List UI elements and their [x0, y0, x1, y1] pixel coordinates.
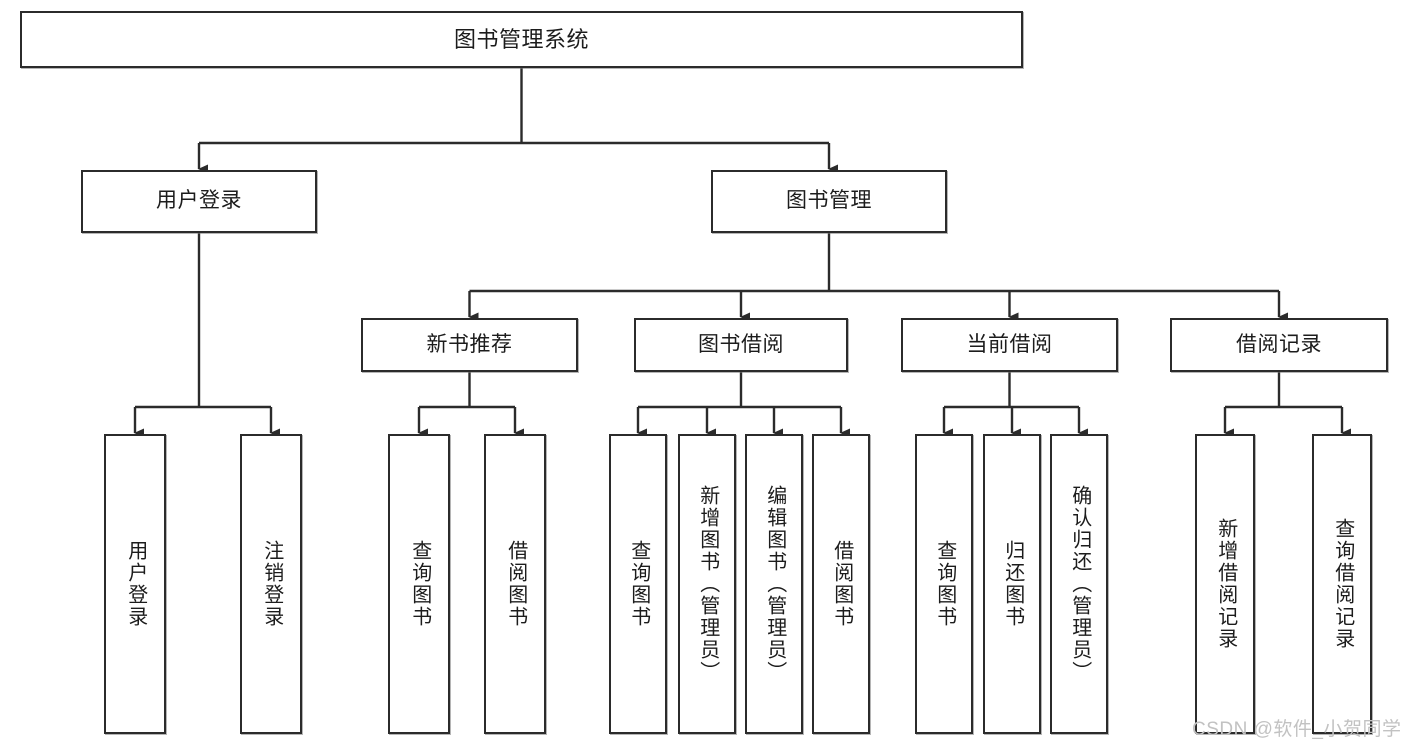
node-leaf-add-record[interactable]: 新增借阅记录	[1195, 434, 1255, 734]
node-leaf-query-book-1[interactable]: 查询图书	[388, 434, 450, 734]
node-label: 新增借阅记录	[1214, 518, 1237, 650]
node-label: 查询借阅记录	[1331, 518, 1354, 650]
node-label: 借阅记录	[1236, 332, 1322, 356]
node-label: 借阅图书	[504, 540, 527, 628]
node-leaf-return-book[interactable]: 归还图书	[983, 434, 1041, 734]
node-label: 当前借阅	[966, 332, 1053, 356]
node-leaf-user-logout[interactable]: 注销登录	[240, 434, 302, 734]
node-label: 用户登录	[124, 540, 147, 628]
node-label: 归还图书	[1001, 540, 1024, 628]
csdn-watermark: CSDN @软件_小贺同学	[1192, 719, 1402, 740]
node-leaf-borrow-book-1[interactable]: 借阅图书	[484, 434, 546, 734]
node-label: 图书管理系统	[453, 26, 589, 52]
node-leaf-borrow-book-2[interactable]: 借阅图书	[812, 434, 870, 734]
node-leaf-query-book-2[interactable]: 查询图书	[609, 434, 667, 734]
node-leaf-query-record[interactable]: 查询借阅记录	[1312, 434, 1372, 734]
node-label: 注销登录	[260, 540, 283, 628]
node-label: 借阅图书	[830, 540, 853, 628]
node-book-borrow[interactable]: 图书借阅	[634, 318, 848, 372]
node-label: 查询图书	[627, 540, 650, 628]
node-new-book-rec[interactable]: 新书推荐	[361, 318, 578, 372]
node-label: 新增图书（管理员）	[696, 485, 719, 683]
node-leaf-user-login[interactable]: 用户登录	[104, 434, 166, 734]
node-root[interactable]: 图书管理系统	[20, 11, 1023, 68]
node-label: 图书借阅	[698, 332, 784, 356]
node-leaf-confirm-return[interactable]: 确认归还（管理员）	[1050, 434, 1108, 734]
node-label: 查询图书	[408, 540, 431, 628]
node-label: 图书管理	[786, 189, 872, 213]
connector-paths	[133, 68, 1351, 438]
node-leaf-add-book[interactable]: 新增图书（管理员）	[678, 434, 736, 734]
node-label: 编辑图书（管理员）	[763, 485, 786, 683]
node-leaf-query-book-3[interactable]: 查询图书	[915, 434, 973, 734]
node-borrow-record[interactable]: 借阅记录	[1170, 318, 1388, 372]
node-book-admin[interactable]: 图书管理	[711, 170, 947, 233]
node-label: 新书推荐	[426, 332, 513, 356]
node-label: 确认归还（管理员）	[1068, 485, 1091, 683]
node-label: 查询图书	[933, 540, 956, 628]
node-user-login[interactable]: 用户登录	[81, 170, 317, 233]
node-current-borrow[interactable]: 当前借阅	[901, 318, 1118, 372]
node-label: 用户登录	[156, 189, 242, 213]
node-leaf-edit-book[interactable]: 编辑图书（管理员）	[745, 434, 803, 734]
